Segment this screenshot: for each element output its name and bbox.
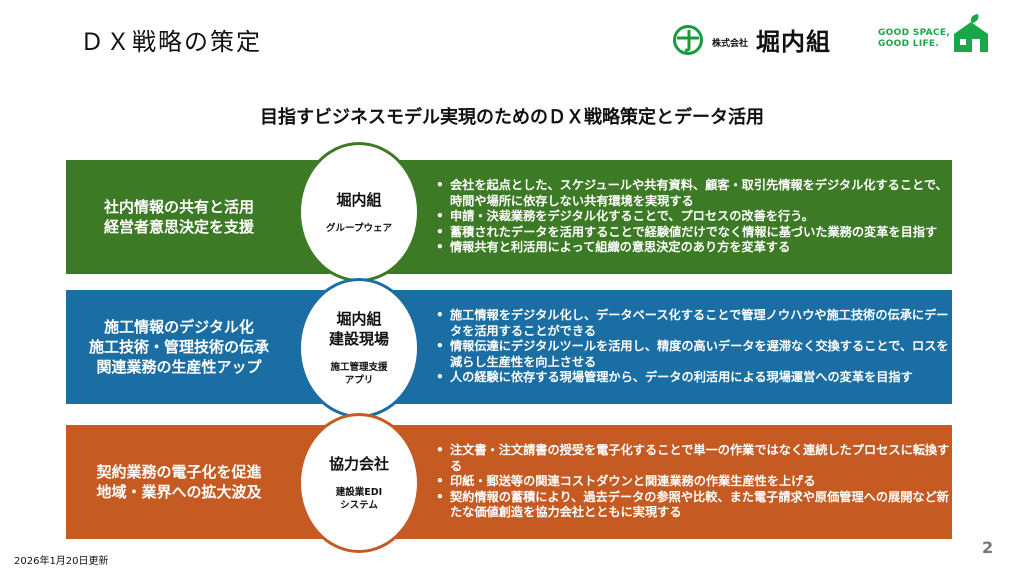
bullet-item: 人の経験に依存する現場管理から、データの利活用による現場運営への変革を目指す [434,370,950,386]
bullet-list: 施工情報をデジタル化し、データベース化することで管理ノウハウや施工技術の伝承にデ… [434,290,950,404]
row-objective: 契約業務の電子化を促進 地域・業界への拡大波及 [66,425,292,539]
bullet-item: 情報共有と利活用によって組織の意思決定のあり方を変革する [434,240,950,256]
system-type: グループウェア [326,222,392,234]
system-name-line: 堀内組 [336,310,382,328]
row-objective: 社内情報の共有と活用 経営者意思決定を支援 [66,160,292,274]
system-type-line: 施工管理支援 [330,362,388,373]
slogan-line-2: GOOD LIFE. [878,39,940,49]
objective-line: 社内情報の共有と活用 [103,198,254,216]
system-ellipse-construction-app: 堀内組 建設現場 施工管理支援 アプリ [298,278,420,418]
objective-line: 施工技術・管理技術の伝承 [88,338,269,356]
strategy-row-construction-site: 施工情報のデジタル化 施工技術・管理技術の伝承 関連業務の生産性アップ 施工情報… [66,290,952,404]
system-type-line: アプリ [344,375,374,386]
system-type-line: システム [340,500,378,511]
system-type-line: 建設業EDI [335,487,383,498]
objective-line: 契約業務の電子化を促進 [96,463,262,481]
company-name: 堀内組 [756,27,832,56]
slogan: GOOD SPACE, GOOD LIFE. [878,28,950,50]
bullet-item: 施工情報をデジタル化し、データベース化することで管理ノウハウや施工技術の伝承にデ… [434,308,950,339]
row-objective: 施工情報のデジタル化 施工技術・管理技術の伝承 関連業務の生産性アップ [66,290,292,404]
slogan-line-1: GOOD SPACE, [878,28,950,38]
objective-line: 地域・業界への拡大波及 [96,483,262,501]
system-name: 堀内組 [336,190,382,209]
bullet-item: 印紙・郵送等の関連コストダウンと関連業務の作業生産性を上げる [434,474,950,490]
update-date: 2026年1月20日更新 [14,556,109,567]
strategy-row-groupware: 社内情報の共有と活用 経営者意思決定を支援 会社を起点とした、スケジュールや共有… [66,160,952,274]
logo-mark-icon [673,24,703,55]
system-name-line: 建設現場 [328,330,389,348]
bullet-item: 会社を起点とした、スケジュールや共有資料、顧客・取引先情報をデジタル化することで… [434,178,950,209]
house-leaf-icon [954,14,988,52]
system-ellipse-groupware: 堀内組 グループウェア [298,142,420,282]
company-logo: 株式会社 堀内組 [672,22,831,57]
system-name: 堀内組 建設現場 [329,309,389,349]
bullet-item: 申請・決裁業務をデジタル化することで、プロセスの改善を行う。 [434,209,950,225]
bullet-list: 会社を起点とした、スケジュールや共有資料、顧客・取引先情報をデジタル化することで… [434,160,950,274]
bullet-list: 注文書・注文請書の授受を電子化することで単一の作業ではなく連続したプロセスに転換… [434,425,950,539]
strategy-row-partners: 契約業務の電子化を促進 地域・業界への拡大波及 注文書・注文請書の授受を電子化す… [66,425,952,539]
system-name: 協力会社 [328,455,389,473]
system-ellipse-edi: 協力会社 建設業EDI システム [298,413,420,553]
bullet-item: 契約情報の蓄積により、過去データの参照や比較、また電子請求や原価管理への展開など… [434,490,950,521]
objective-line: 施工情報のデジタル化 [104,318,254,336]
bullet-item: 注文書・注文請書の授受を電子化することで単一の作業ではなく連続したプロセスに転換… [434,443,950,474]
page-number: 2 [982,538,994,557]
system-type: 施工管理支援 アプリ [330,361,387,387]
objective-line: 経営者意思決定を支援 [103,218,254,236]
slide-subtitle: 目指すビジネスモデル実現のためのＤＸ戦略策定とデータ活用 [260,107,764,128]
objective-line: 関連業務の生産性アップ [96,358,262,376]
system-type: 建設業EDI システム [336,486,382,512]
bullet-item: 情報伝達にデジタルツールを活用し、精度の高いデータを遅滞なく交換することで、ロス… [434,339,950,370]
bullet-item: 蓄積されたデータを活用することで経験値だけでなく情報に基づいた業務の変革を目指す [434,225,950,241]
slide-title: ＤＸ戦略の策定 [80,28,262,56]
company-type: 株式会社 [712,39,749,49]
